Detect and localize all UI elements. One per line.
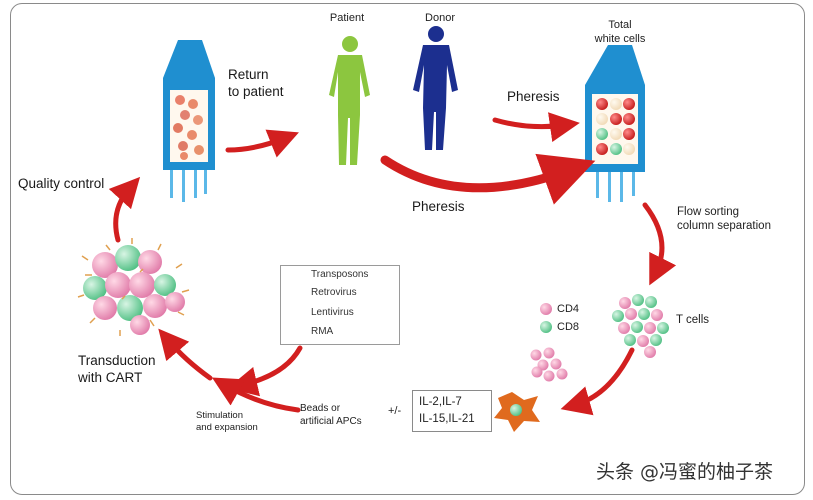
stimulation-label: Stimulation and expansion	[196, 410, 258, 433]
t-cells-label: T cells	[676, 314, 710, 326]
apc-cell	[494, 392, 540, 432]
flow-sorting-label: Flow sorting column separation	[677, 206, 771, 232]
cd4-dot	[540, 303, 552, 315]
arrow-transduction	[158, 328, 213, 381]
arrow-stimulation	[211, 377, 301, 413]
t-cells-cluster	[612, 294, 669, 358]
diagram-border	[10, 3, 805, 495]
cytokine-box: IL-2,IL-7 IL-15,IL-21	[412, 390, 492, 432]
legend-lentivirus: Lentivirus	[311, 307, 354, 318]
cd8-dot	[540, 321, 552, 333]
return-to-patient-label: Return to patient	[228, 67, 284, 99]
patient-figure	[329, 36, 370, 165]
cd4-cluster	[530, 347, 568, 382]
pheresis-top-label: Pheresis	[507, 89, 560, 104]
quality-control-label: Quality control	[18, 176, 105, 191]
vector-legend: Transposons Retrovirus Lentivirus RMA	[280, 265, 400, 345]
transduction-label: Transduction with CART	[78, 353, 156, 385]
donor-label: Donor	[425, 12, 455, 24]
white-cells-bottle	[585, 45, 645, 202]
arrow-legend-down	[227, 345, 303, 397]
donor-figure	[413, 26, 458, 150]
arrow-pheresis-bottom	[380, 153, 596, 205]
cytokine-line-2: IL-15,IL-21	[419, 413, 475, 425]
total-white-cells-label: Total white cells	[594, 19, 646, 45]
arrow-pheresis-top	[492, 112, 580, 142]
cd8-label: CD8	[557, 321, 580, 333]
arrow-flow-sorting	[642, 202, 677, 286]
watermark: 头条 @冯蜜的柚子茶	[595, 461, 773, 483]
cd4-label: CD4	[557, 303, 580, 315]
patient-label: Patient	[329, 12, 365, 24]
plus-minus-label: +/-	[388, 405, 402, 417]
cart-cell-cluster	[77, 238, 190, 336]
arrows	[108, 112, 677, 416]
pheresis-bottom-label: Pheresis	[412, 199, 465, 214]
cytokine-line-1: IL-2,IL-7	[419, 396, 462, 408]
return-bottle	[163, 40, 215, 202]
legend-rma: RMA	[311, 326, 334, 337]
arrow-quality-control	[108, 176, 141, 243]
arrow-to-apc	[560, 347, 635, 416]
beads-label: Beads or artificial APCs	[300, 403, 362, 427]
arrow-return	[225, 129, 299, 158]
legend-transposons: Transposons	[311, 269, 369, 280]
legend-retrovirus: Retrovirus	[311, 287, 357, 298]
